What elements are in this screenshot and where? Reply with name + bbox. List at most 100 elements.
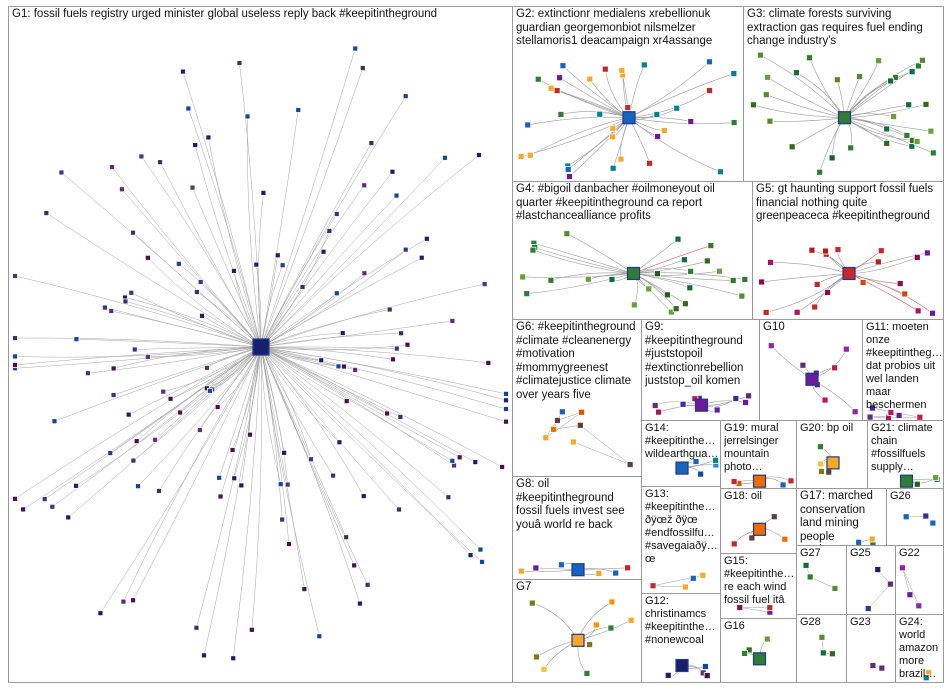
node-avatar: [813, 281, 821, 288]
node-avatar: [352, 45, 359, 52]
edge: [54, 346, 262, 422]
group-title-g10: G10: [763, 321, 785, 333]
edge: [260, 346, 312, 460]
network-g19: [730, 474, 795, 488]
edge: [52, 346, 262, 507]
hub-node-avatar: [694, 398, 709, 412]
edge: [23, 346, 262, 510]
node-avatar: [681, 583, 689, 591]
node-avatar: [189, 184, 196, 191]
node-avatar: [41, 496, 48, 503]
node-avatar: [397, 413, 404, 420]
node-avatar: [877, 247, 885, 255]
node-avatar: [817, 443, 824, 451]
node-avatar: [757, 51, 764, 59]
edge: [251, 346, 262, 630]
node-avatar: [866, 413, 874, 420]
node-avatar: [763, 635, 771, 643]
network-g14: [675, 456, 720, 478]
group-title-g12: G12: christinamcs #keepitinthe… #nonewco…: [645, 595, 719, 646]
edge: [753, 104, 845, 119]
node-avatar: [892, 73, 899, 81]
edge: [633, 238, 679, 274]
edge: [260, 346, 364, 497]
edge: [154, 346, 262, 440]
edge: [260, 346, 285, 453]
edge: [628, 90, 710, 119]
node-avatar: [929, 149, 937, 157]
edge: [260, 265, 283, 348]
edge: [770, 262, 850, 274]
edge: [200, 281, 262, 348]
group-panel-g3: G3: climate forests surviving extraction…: [743, 6, 944, 182]
node-avatar: [653, 111, 661, 118]
node-avatar: [883, 139, 891, 147]
node-avatar: [706, 87, 713, 94]
node-avatar: [680, 256, 688, 264]
node-avatar: [766, 604, 774, 612]
node-avatar: [238, 482, 245, 489]
edge: [260, 48, 356, 348]
edge: [14, 337, 262, 348]
node-avatar: [703, 257, 711, 265]
edge: [844, 117, 913, 141]
node-avatar: [875, 57, 883, 65]
node-avatar: [533, 653, 540, 661]
edge: [260, 96, 406, 348]
node-avatar: [745, 646, 753, 654]
edge: [530, 117, 630, 156]
node-avatar: [130, 457, 137, 464]
node-avatar: [523, 290, 531, 298]
node-avatar: [818, 633, 826, 641]
node-avatar: [627, 616, 635, 624]
node-avatar: [923, 249, 931, 257]
network-g7: [528, 598, 635, 677]
node-avatar: [352, 366, 359, 373]
edge: [260, 154, 480, 348]
node-avatar: [855, 538, 863, 545]
node-avatar: [808, 246, 816, 254]
node-avatar: [361, 182, 368, 189]
node-avatar: [679, 400, 687, 408]
edge: [260, 346, 347, 538]
node-avatar: [451, 462, 457, 469]
node-avatar: [899, 564, 906, 572]
node-avatar: [825, 468, 833, 476]
edge: [527, 116, 630, 126]
edge: [260, 346, 507, 395]
node-avatar: [107, 450, 114, 456]
edge: [628, 117, 650, 164]
node-avatar: [247, 431, 253, 438]
node-avatar: [12, 353, 18, 360]
group-title-g16: G16: [724, 620, 745, 632]
node-avatar: [874, 566, 882, 573]
node-avatar: [231, 267, 237, 274]
node-avatar: [229, 447, 236, 453]
edge: [260, 346, 288, 485]
node-avatar: [339, 330, 346, 336]
node-avatar: [279, 262, 286, 269]
hub-node-avatar: [626, 266, 641, 281]
edge: [260, 257, 422, 348]
node-avatar: [279, 516, 286, 523]
node-avatar: [503, 406, 509, 412]
group-title-g18: G18: oil: [724, 490, 762, 502]
node-avatar: [402, 93, 409, 100]
edge: [132, 232, 262, 348]
edge: [538, 78, 630, 119]
node-avatar: [608, 276, 616, 283]
node-avatar: [320, 248, 327, 255]
edge: [628, 117, 721, 173]
node-avatar: [713, 406, 721, 414]
edge: [557, 412, 582, 421]
network-g26: [902, 512, 937, 527]
node-avatar: [856, 73, 863, 80]
node-avatar: [390, 356, 396, 363]
edge: [159, 162, 262, 348]
node-avatar: [681, 300, 689, 308]
node-avatar: [672, 305, 680, 313]
node-avatar: [764, 73, 772, 81]
edge: [655, 401, 702, 406]
node-avatar: [816, 168, 824, 176]
hub-node-avatar: [571, 633, 585, 647]
